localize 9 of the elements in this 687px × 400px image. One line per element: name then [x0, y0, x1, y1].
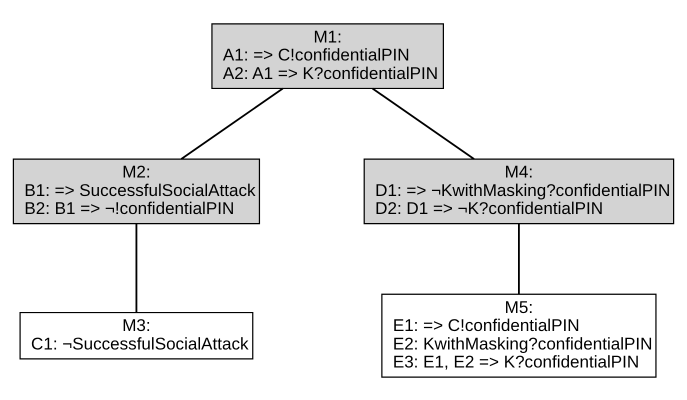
- connector: [136, 223, 138, 312]
- node-box: M5: E1: => C!confidentialPIN E2: KwithMasking?confidentialPIN E3: E1, E2 => K?confidentialPIN: [381, 293, 657, 378]
- node-box: M2: B1: => SuccessfulSocialAttack B2: B1 => ¬!confidentialPIN: [12, 158, 260, 224]
- node-box: M4: D1: => ¬KwithMasking?confidentialPIN D2: D1 => ¬K?confidentialPIN: [364, 158, 674, 224]
- connector: [518, 223, 520, 294]
- connector: [180, 87, 284, 160]
- node-box: M3: C1: ¬SuccessfulSocialAttack: [19, 311, 254, 359]
- node-box: M1: A1: => C!confidentialPIN A2: A1 => K?confidentialPIN: [211, 22, 444, 89]
- connector: [372, 87, 475, 160]
